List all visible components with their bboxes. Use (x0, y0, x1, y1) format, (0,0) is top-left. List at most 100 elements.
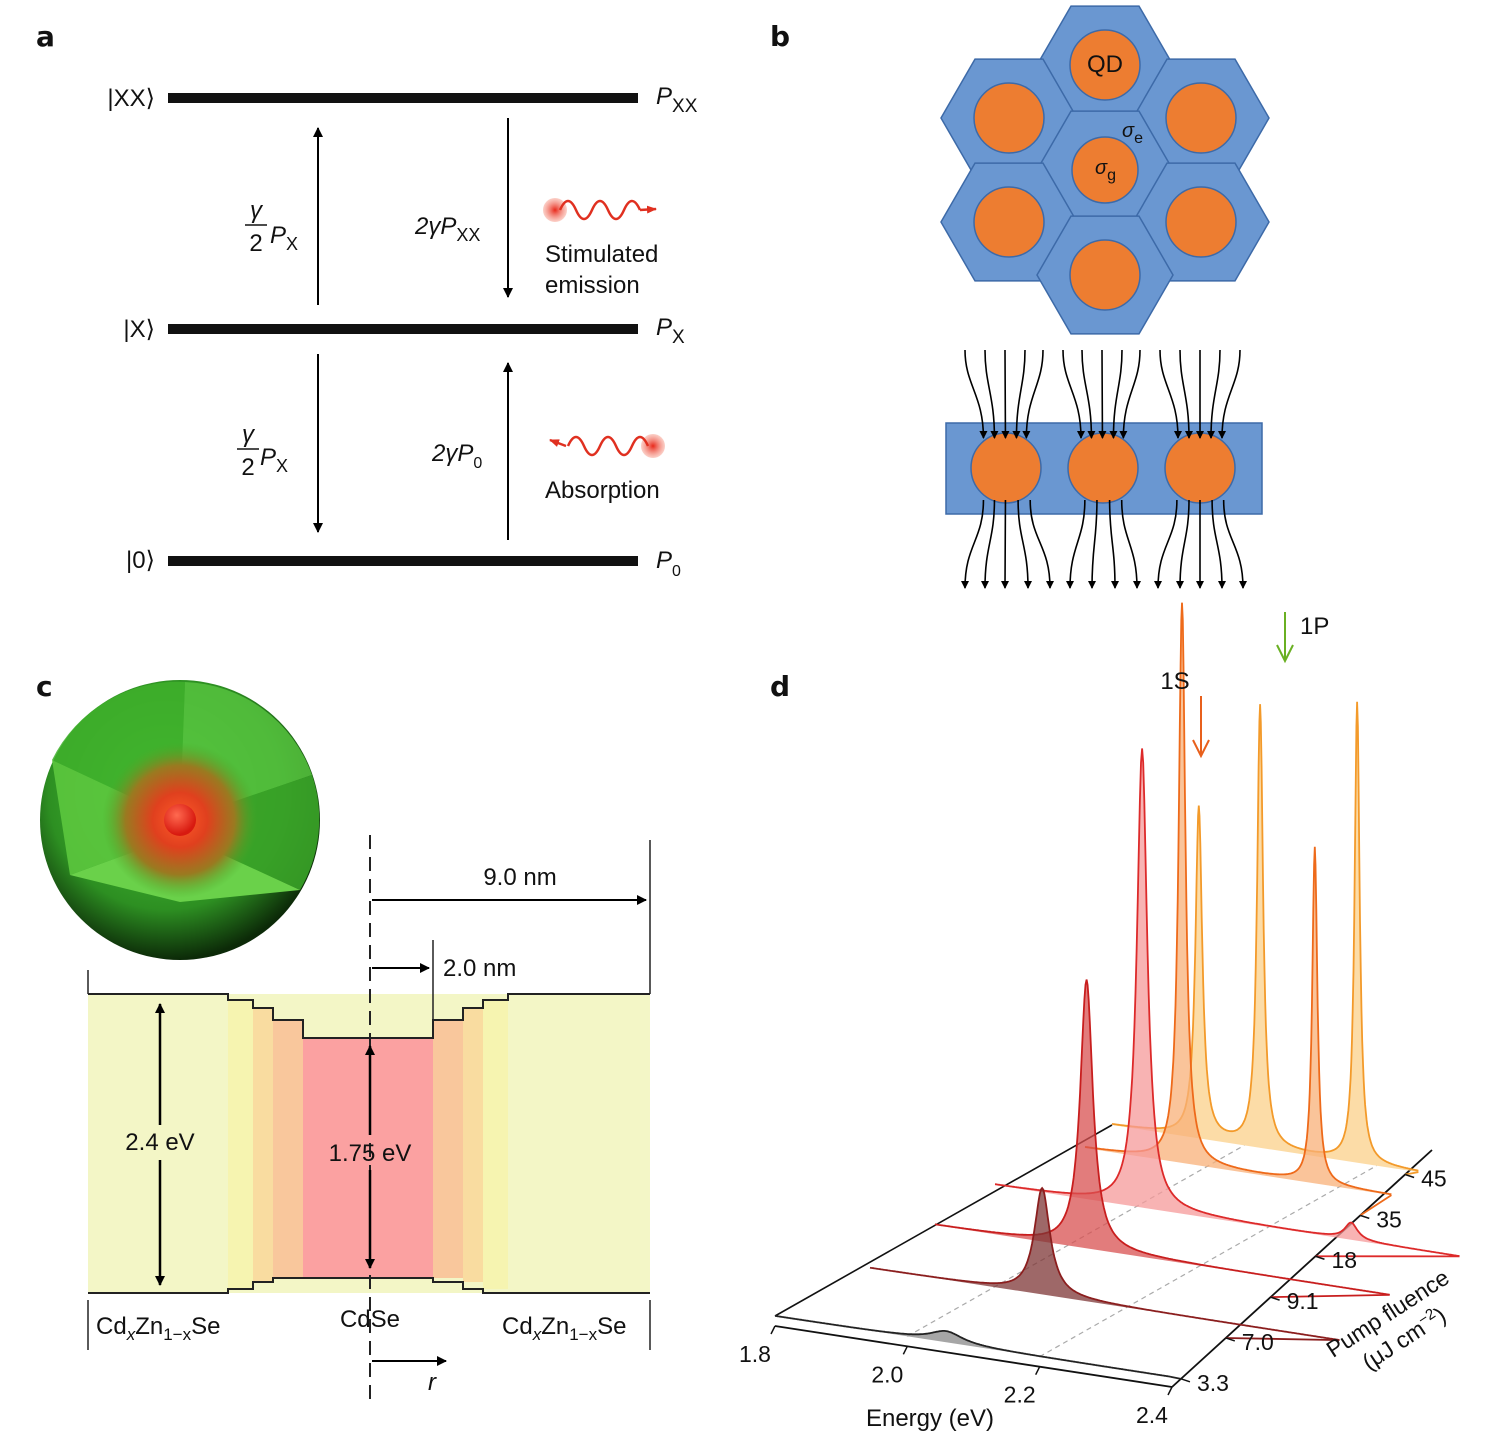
pop-x: PX (656, 314, 685, 348)
field-line-bottom (1088, 499, 1098, 589)
fluence-axis-line (1171, 1149, 1433, 1388)
svg-text:PX: PX (270, 222, 298, 254)
svg-text:2: 2 (249, 230, 262, 257)
stimulated-emission-photon-icon (543, 198, 657, 222)
conduction-band-edge (88, 993, 650, 1039)
core-material-label: CdSe (340, 1306, 400, 1333)
series-baseline (1404, 1171, 1419, 1176)
series-baseline (1170, 1375, 1182, 1380)
series-baseline (1225, 1337, 1340, 1342)
panel-b-label: b (770, 20, 790, 53)
field-line-bottom (1211, 499, 1226, 589)
panel-d-label: d (770, 670, 790, 703)
stimulated-label-1: Stimulated (545, 241, 658, 268)
qd-label: QD (1087, 51, 1123, 78)
rate-xx-to-x: 2γPXX (414, 213, 480, 245)
stimulated-label-2: emission (545, 272, 640, 299)
panel-b: b QD σe σg (770, 5, 1270, 589)
field-line-top (984, 349, 999, 439)
panel-a-label: a (36, 20, 55, 53)
field-line-bottom (1108, 499, 1119, 589)
qd-dot (1165, 82, 1237, 154)
sigma-g-label: σg (1095, 157, 1116, 184)
core-well (303, 1038, 433, 1278)
qd-dot (1069, 29, 1141, 101)
fluence-tick-mark (1225, 1337, 1236, 1342)
rate-0-to-x: 2γP0 (431, 440, 482, 472)
film-qd (1067, 432, 1139, 504)
fluence-tick-label: 35 (1376, 1206, 1402, 1232)
x-tick-label: 1.8 (739, 1341, 771, 1367)
rate-x-to-xx: γ 2 PX (245, 197, 298, 257)
pop-0: P0 (656, 547, 681, 580)
sigma-e-label: σe (1122, 120, 1143, 147)
qd-dot (1165, 186, 1237, 258)
x-tick-label: 2.4 (1136, 1402, 1168, 1428)
field-line-top (1207, 349, 1221, 439)
fluence-tick-mark (1404, 1173, 1415, 1179)
series-line (994, 748, 1460, 1257)
field-line-top (1022, 349, 1044, 439)
field-line-bottom (981, 499, 996, 589)
field-line-bottom (1120, 499, 1141, 589)
field-line-top (1179, 349, 1193, 439)
fluence-tick-label: 45 (1421, 1166, 1447, 1192)
field-line-bottom (1017, 499, 1032, 589)
grad-layer (253, 1008, 273, 1282)
qd-dot (973, 82, 1045, 154)
series-baseline (1359, 1194, 1392, 1217)
qd-dot (1071, 136, 1139, 204)
marker-1p-label: 1P (1300, 613, 1329, 640)
svg-text:2γP0: 2γP0 (431, 440, 482, 472)
fluence-tick-label: 18 (1331, 1247, 1357, 1273)
shell-gap-label: 2.4 eV (125, 1129, 194, 1156)
ket-xx: |XX⟩ (107, 85, 155, 112)
fluence-tick-mark (1180, 1378, 1191, 1383)
x-tick-label: 2.0 (871, 1361, 903, 1387)
field-line-top (964, 349, 988, 439)
x-tick-mark (902, 1345, 909, 1355)
series-fill (1085, 602, 1392, 1196)
level-x-line (168, 324, 638, 334)
core-gap-label: 1.75 eV (329, 1140, 412, 1167)
series-line (934, 979, 1390, 1296)
outer-radius-label: 9.0 nm (483, 864, 556, 891)
ket-x: |X⟩ (123, 316, 155, 343)
x-tick-mark (1034, 1366, 1041, 1376)
fluence-tick-label: 3.3 (1197, 1370, 1229, 1396)
absorption-label: Absorption (545, 477, 660, 504)
x-axis-title: Energy (eV) (866, 1405, 994, 1432)
nanocrystal-sphere-icon (40, 680, 320, 960)
series-fill (1112, 701, 1419, 1173)
field-line-top (1159, 349, 1182, 439)
panel-d: d 1.8 2.0 2.2 2.4 45 35 18 9.1 7.0 3.3 1S 1P Ener… (739, 602, 1460, 1432)
panel-c-label: c (36, 670, 53, 703)
field-line-bottom (961, 499, 985, 589)
ket-0: |0⟩ (126, 547, 155, 574)
series-line (774, 1315, 1171, 1378)
x-tick-label: 2.2 (1004, 1382, 1036, 1408)
field-line-bottom (1176, 499, 1190, 589)
field-lines (961, 349, 1247, 589)
left-material-label: CdxZn1−xSe (96, 1313, 220, 1344)
grid-line (1039, 1165, 1377, 1358)
field-line-bottom (1222, 499, 1247, 589)
qd-dot (1069, 239, 1141, 311)
fluence-tick-label: 7.0 (1242, 1329, 1274, 1355)
svg-text:γ: γ (250, 197, 264, 224)
grad-layer (273, 1020, 303, 1278)
panel-c: c 9.0 nm 2.0 nm 2.4 eV (36, 670, 651, 1402)
series-fill (995, 748, 1460, 1257)
field-line-top (1119, 349, 1141, 439)
fluence-tick-mark (1315, 1255, 1325, 1260)
marker-1s-label: 1S (1160, 668, 1189, 695)
series-line (869, 1186, 1340, 1341)
film-qd (1164, 432, 1236, 504)
rate-x-to-0: γ 2 PX (237, 421, 288, 481)
qd-dot (973, 186, 1045, 258)
series-baseline (1270, 1293, 1390, 1299)
fluence-tick-label: 9.1 (1287, 1288, 1319, 1314)
series-line (1111, 701, 1419, 1172)
field-line-top (1109, 349, 1123, 439)
